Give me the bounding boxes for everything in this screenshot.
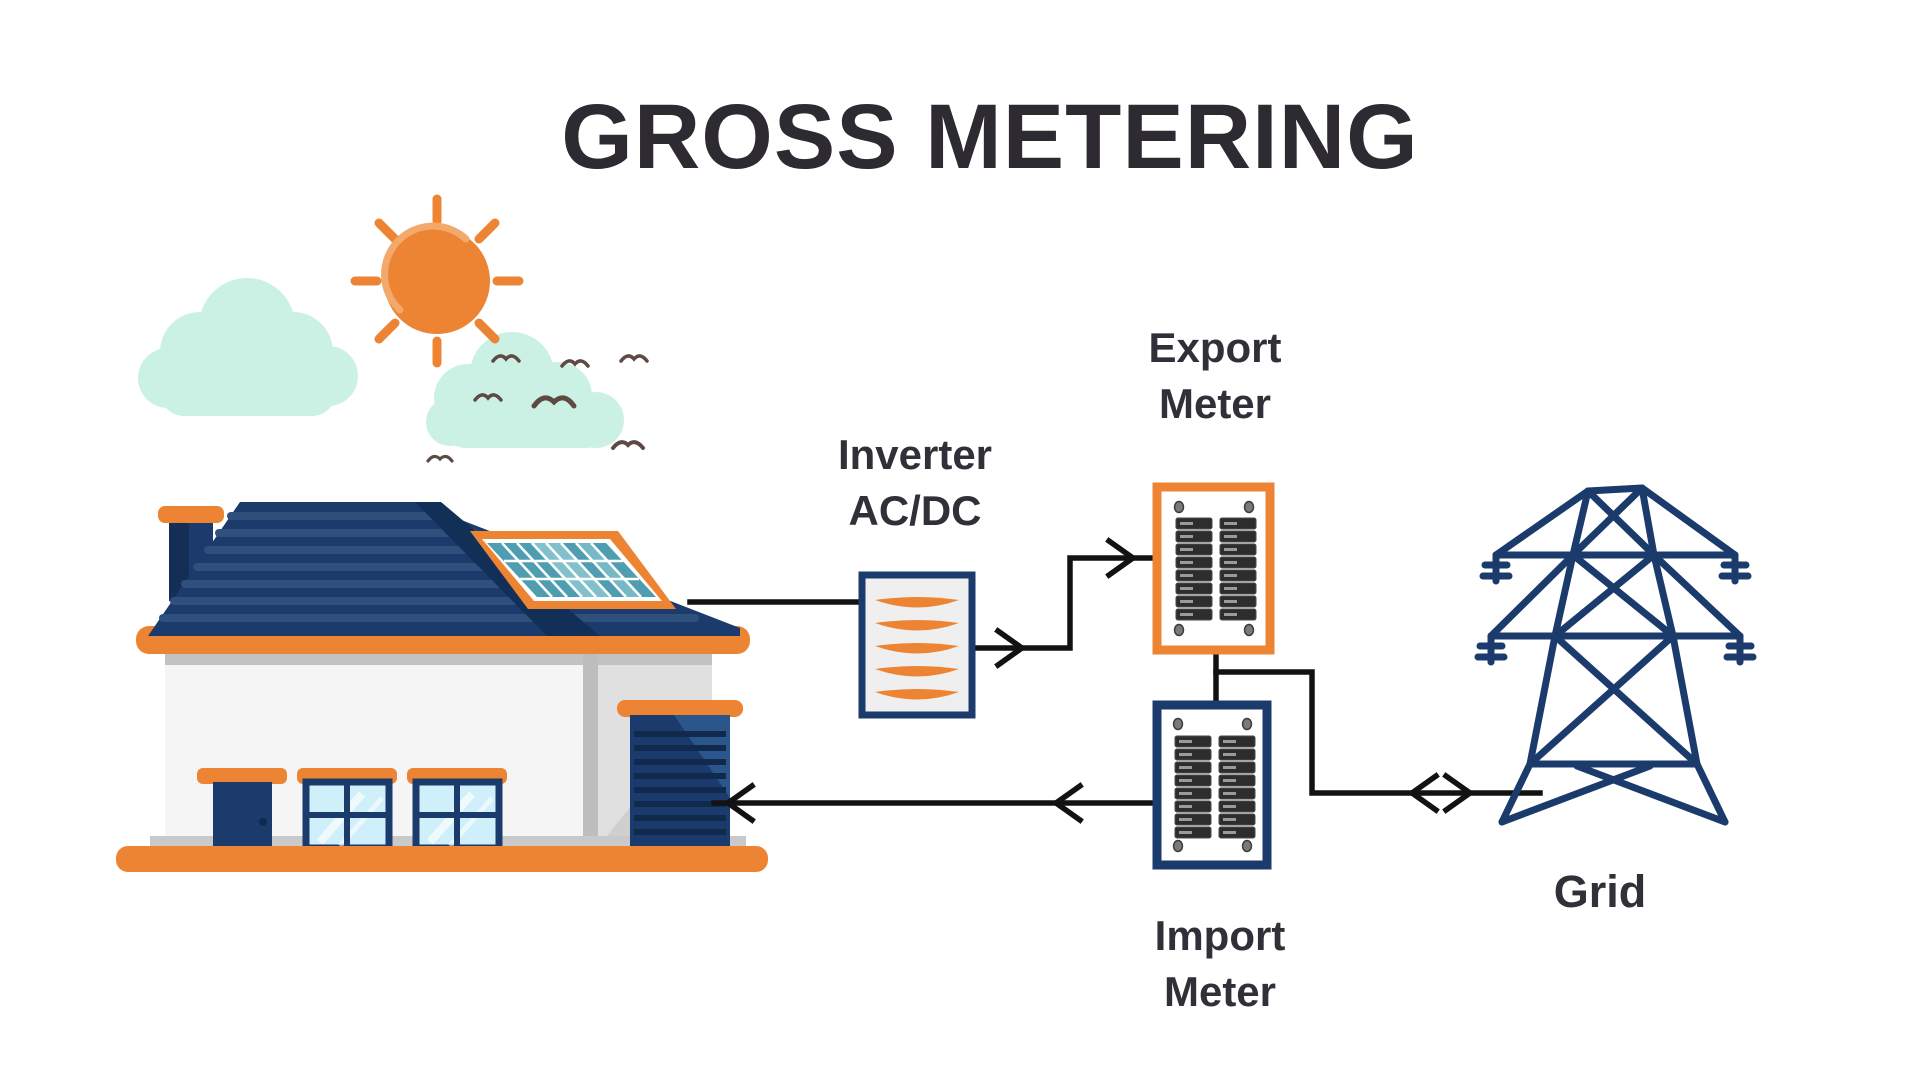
page-title: GROSS METERING bbox=[561, 86, 1418, 188]
roof bbox=[148, 502, 740, 636]
sun-icon bbox=[350, 194, 524, 368]
inverter-label-line2: AC/DC bbox=[849, 487, 982, 534]
import-meter-label-line1: Import bbox=[1155, 912, 1286, 959]
solar-panel-icon bbox=[470, 531, 676, 609]
grid-label: Grid bbox=[1554, 866, 1647, 917]
grid-line bbox=[1213, 669, 1543, 796]
bird-icon-flock bbox=[426, 354, 649, 463]
inverter-coil-icon bbox=[858, 571, 976, 719]
flow-arrow-icon bbox=[1105, 537, 1138, 579]
breaker-panel-icon-blue bbox=[1152, 700, 1272, 870]
flow-arrow-icon bbox=[723, 782, 756, 824]
cloud-icon-right bbox=[426, 332, 624, 448]
flow-arrow-icon bbox=[994, 627, 1027, 669]
house-base bbox=[116, 846, 768, 872]
export-meter-label-line2: Meter bbox=[1159, 380, 1271, 427]
window bbox=[297, 768, 397, 852]
house-with-solar-panel-icon bbox=[116, 502, 768, 872]
inverter-label-line1: Inverter bbox=[838, 431, 992, 478]
breaker-panel-icon-orange bbox=[1152, 482, 1275, 655]
flow-arrow-icon bbox=[1442, 772, 1475, 814]
export-meter-label-line1: Export bbox=[1148, 324, 1281, 371]
insulator-icon bbox=[1474, 632, 1757, 666]
front-door bbox=[197, 768, 287, 848]
insulator-icon bbox=[1479, 551, 1752, 585]
import-meter-label-line2: Meter bbox=[1164, 968, 1276, 1015]
garage-door bbox=[617, 700, 743, 848]
flow-arrow-icon bbox=[1051, 782, 1084, 824]
flow-arrow-icon bbox=[1407, 772, 1440, 814]
cloud-icon-left bbox=[138, 278, 358, 416]
transmission-tower-icon bbox=[1474, 484, 1757, 826]
window bbox=[407, 768, 507, 852]
flow-lines bbox=[687, 537, 1543, 824]
